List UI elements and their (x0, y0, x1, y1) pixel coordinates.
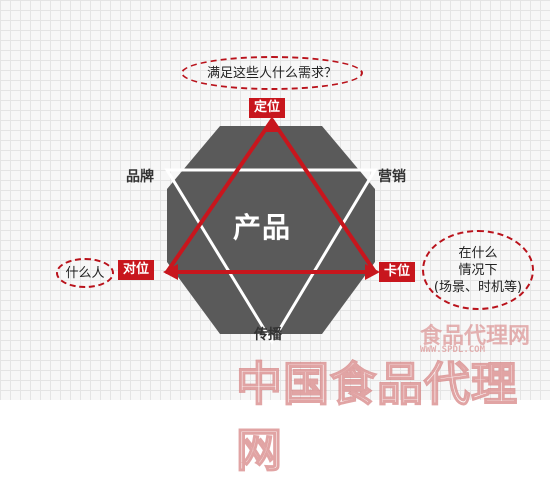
context-bubble: 在什么 情况下 (场景、时机等) (422, 230, 534, 310)
watermark-url: WWW.SPDL.COM (420, 345, 486, 355)
brand-label: 品牌 (126, 169, 154, 185)
who-bubble-text: 什么人 (65, 265, 105, 281)
watermark-big: 中国食品代理网 (235, 356, 518, 478)
downward-triangle (164, 168, 378, 345)
needs-bubble-text: 满足这些人什么需求？ (206, 65, 337, 81)
marketing-label: 营销 (378, 169, 406, 185)
context-bubble-line-2: 情况下 (458, 262, 498, 278)
communication-label: 传播 (254, 327, 282, 343)
upward-triangle (165, 118, 377, 274)
watermark-logo: 食品代理网 (420, 324, 531, 349)
arrow-right (365, 264, 380, 280)
needs-bubble: 满足这些人什么需求？ (181, 56, 363, 90)
positioning-tag: 定位 (249, 98, 286, 118)
arrow-top (264, 117, 280, 132)
context-bubble-line-1: 在什么 (458, 245, 498, 261)
alignment-tag: 对位 (118, 260, 155, 280)
center-label: 产品 (233, 211, 292, 244)
context-bubble-line-3: (场景、时机等) (433, 279, 523, 295)
arrow-left (163, 264, 178, 280)
product-hexagon (167, 126, 375, 334)
blocking-tag: 卡位 (379, 262, 416, 282)
diagram-graphic (163, 117, 380, 345)
who-bubble: 什么人 (56, 258, 114, 288)
